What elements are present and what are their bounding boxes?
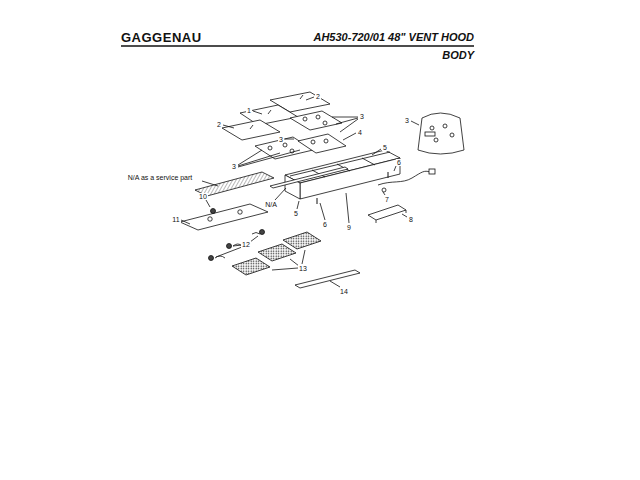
callout-number: 3 bbox=[359, 113, 365, 120]
part-note: N/A bbox=[264, 201, 278, 208]
callout-number: 14 bbox=[339, 288, 349, 295]
part-note: N/A as a service part bbox=[127, 174, 194, 181]
callout-number: 6 bbox=[322, 221, 328, 228]
callout-number: 7 bbox=[384, 196, 390, 203]
callout-number: 3 bbox=[278, 136, 284, 143]
callout-number: 8 bbox=[408, 216, 414, 223]
callout-number: 6 bbox=[396, 159, 402, 166]
callout-number: 12 bbox=[241, 241, 251, 248]
callout-number: 5 bbox=[382, 144, 388, 151]
callout-number: 10 bbox=[198, 193, 208, 200]
callout-number: 3 bbox=[404, 117, 410, 124]
callout-number: 2 bbox=[315, 93, 321, 100]
callout-number: 4 bbox=[357, 129, 363, 136]
callout-number: 9 bbox=[346, 224, 352, 231]
callout-number: 11 bbox=[171, 216, 180, 223]
page-title: AH530-720/01 48" VENT HOOD bbox=[313, 32, 474, 43]
section-heading: BODY bbox=[442, 50, 474, 61]
callout-number: 5 bbox=[293, 210, 299, 217]
callout-number: 13 bbox=[298, 265, 308, 272]
brand-logo: GAGGENAU bbox=[121, 31, 202, 44]
callout-number: 3 bbox=[231, 163, 237, 170]
callout-number: 2 bbox=[216, 121, 222, 128]
callout-number: 1 bbox=[246, 107, 252, 114]
